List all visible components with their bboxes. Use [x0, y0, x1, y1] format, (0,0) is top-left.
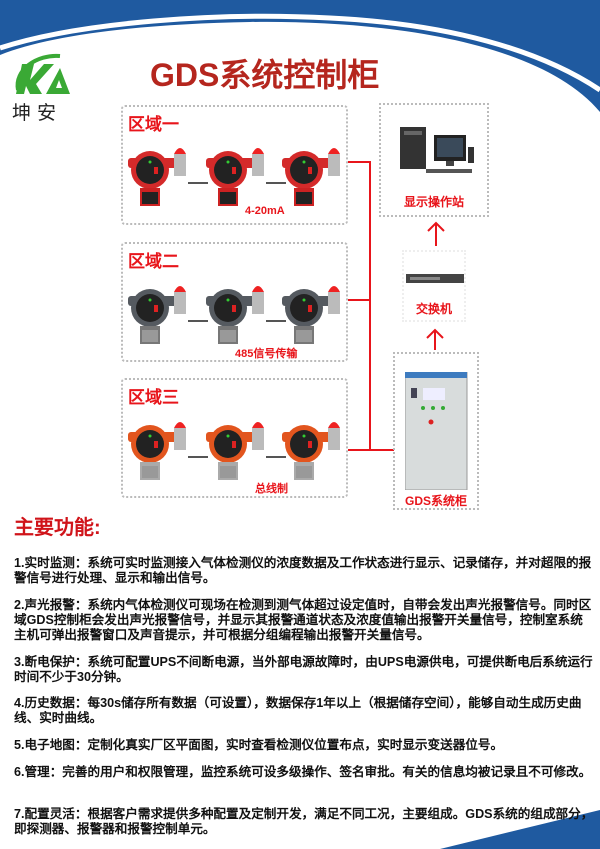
gas-detector-icon — [280, 140, 350, 210]
switch-icon — [406, 274, 464, 283]
feature-item: 7.配置灵活：根据客户需求提供多种配置及定制开发，满足不同工况，主要组成。GDS… — [14, 807, 594, 836]
zone-label: 区域一 — [128, 115, 179, 134]
feature-item: 5.电子地图：定制化真实厂区平面图，实时查看检测仪位置布点，实时显示变送器位号。 — [14, 738, 504, 752]
zone-note: 总线制 — [255, 483, 288, 495]
network-switch: 交换机 — [402, 250, 466, 322]
zone-note: 485信号传输 — [235, 348, 298, 360]
features-heading: 主要功能: — [14, 517, 101, 539]
feature-item: 6.管理：完善的用户和权限管理，监控系统可设多级操作、签名审批。有关的信息均被记… — [14, 765, 592, 779]
zone-3: 区域三 总线制 — [121, 378, 348, 498]
gas-detector-icon — [280, 278, 350, 348]
feature-item: 1.实时监测：系统可实时监测接入气体检测仪的浓度数据及工作状态进行显示、记录储存… — [14, 556, 592, 585]
detector-wire — [266, 456, 286, 458]
gas-detector-icon — [204, 278, 274, 348]
station-label: 显示操作站 — [403, 195, 464, 209]
detector-wire — [188, 182, 208, 184]
page-title: GDS系统控制柜 — [150, 57, 380, 93]
display-station: 显示操作站 — [379, 103, 489, 217]
zone-note: 4-20mA — [245, 205, 285, 217]
zone-1: 区域一 4-20mA — [121, 105, 348, 225]
gas-detector-icon — [126, 140, 196, 210]
computer-icon — [400, 127, 474, 173]
cabinet-label: GDS系统柜 — [404, 494, 467, 508]
detector-wire — [266, 182, 286, 184]
zone-label: 区域三 — [128, 388, 179, 407]
gds-cabinet: GDS系统柜 — [393, 352, 479, 510]
detector-wire — [188, 320, 208, 322]
gas-detector-icon — [280, 414, 350, 484]
gas-detector-icon — [126, 278, 196, 348]
feature-item: 2.声光报警：系统内气体检测仪可现场在检测到测气体超过设定值时，自带会发出声光报… — [14, 598, 592, 642]
gas-detector-icon — [126, 414, 196, 484]
feature-item: 4.历史数据：每30s储存所有数据（可设置），数据保存1年以上（根据储存空间），… — [14, 696, 582, 725]
gas-detector-icon — [204, 414, 274, 484]
zone-label: 区域二 — [128, 252, 179, 271]
detector-wire — [266, 320, 286, 322]
brand-name: 坤 安 — [12, 102, 57, 124]
feature-item: 3.断电保护：系统可配置UPS不间断电源，当外部电源故障时，由UPS电源供电，可… — [14, 655, 593, 684]
detector-wire — [188, 456, 208, 458]
switch-label: 交换机 — [415, 302, 452, 316]
gas-detector-icon — [204, 140, 274, 210]
logo — [12, 50, 74, 96]
cabinet-icon — [405, 372, 468, 490]
zone-2: 区域二 485信号传输 — [121, 242, 348, 362]
